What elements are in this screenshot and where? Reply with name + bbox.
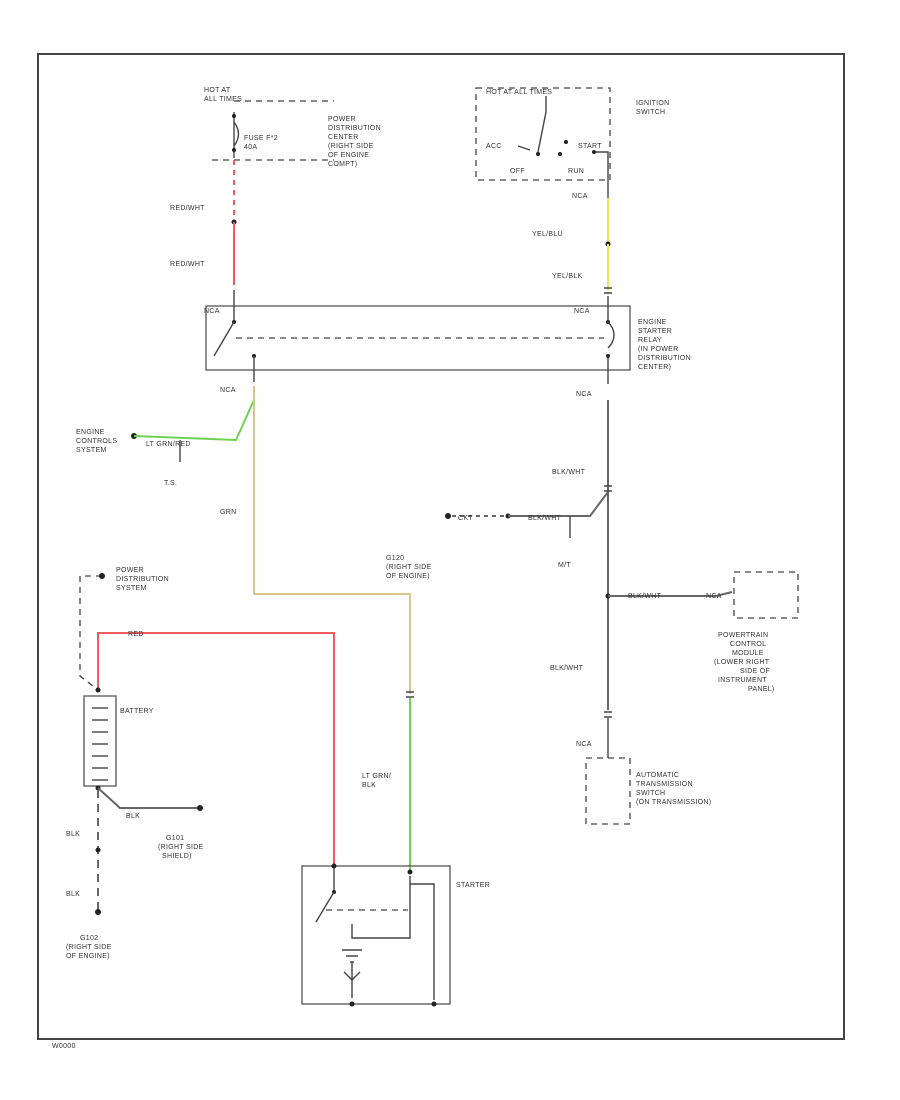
power-distribution-center-block bbox=[212, 100, 334, 161]
relay-left-top-label: NCA bbox=[204, 308, 220, 315]
nca-label-1: NCA bbox=[572, 193, 588, 200]
ts-label: T.S. bbox=[164, 480, 177, 487]
starter-box bbox=[301, 865, 451, 1005]
nca-trans-label: NCA bbox=[576, 741, 592, 748]
lt-grn-blk-label: LT GRN/BLK bbox=[362, 773, 391, 789]
start-label: START bbox=[578, 143, 602, 150]
trunk-connector-1 bbox=[604, 485, 612, 492]
ignition-hot-label: HOT AT ALL TIMES bbox=[486, 89, 552, 96]
battery-cells bbox=[92, 707, 108, 781]
blk-label-1: BLK bbox=[66, 831, 80, 838]
nca-pcm-label: NCA bbox=[706, 593, 722, 600]
red-battery-wire bbox=[97, 632, 335, 866]
battery-box bbox=[83, 695, 117, 787]
relay-internals bbox=[213, 290, 615, 384]
diagram-frame bbox=[37, 53, 845, 1040]
grn-connector bbox=[406, 691, 414, 698]
blk-label-2: BLK bbox=[66, 891, 80, 898]
nca-relay-left-bottom-label: NCA bbox=[220, 387, 236, 394]
relay-right-top-label: NCA bbox=[574, 308, 590, 315]
red-wht-label-2: RED/WHT bbox=[170, 261, 205, 268]
red-label: RED bbox=[128, 631, 144, 638]
blk-ground-wire bbox=[97, 787, 198, 809]
footer-code: W0000 bbox=[52, 1043, 76, 1050]
blk-wht-branch-wire bbox=[508, 491, 609, 517]
yel-connector bbox=[604, 287, 612, 294]
grn-label: GRN bbox=[220, 509, 236, 516]
trunk-connector-2 bbox=[604, 711, 612, 718]
nca-below-relay-label: NCA bbox=[576, 391, 592, 398]
grn-wire bbox=[253, 386, 411, 694]
blk-wht-label-2: BLK/WHT bbox=[528, 515, 562, 522]
battery-label: BATTERY bbox=[120, 708, 154, 715]
ignition-switch-contacts bbox=[517, 96, 609, 186]
blk-wht-label-4: BLK/WHT bbox=[550, 665, 584, 672]
red-wht-label-1: RED/WHT bbox=[170, 205, 205, 212]
mt-label: M/T bbox=[558, 562, 571, 569]
trans-switch-box bbox=[585, 757, 631, 825]
blk-wht-label-1: BLK/WHT bbox=[552, 469, 586, 476]
run-label: RUN bbox=[568, 168, 584, 175]
pds-connector bbox=[99, 573, 105, 579]
starter-internals bbox=[315, 863, 437, 1007]
acc-label: ACC bbox=[486, 143, 502, 150]
lt-grn-red-wire bbox=[133, 399, 255, 442]
blk-ground-label: BLK bbox=[126, 813, 140, 820]
engine-starter-relay-box bbox=[205, 305, 631, 371]
blk-wht-label-3: BLK/WHT bbox=[628, 593, 662, 600]
g102-connector bbox=[95, 909, 101, 915]
pds-dashed-link bbox=[79, 575, 102, 691]
yel-blk-label: YEL/BLK bbox=[552, 273, 583, 280]
ckt-label: CKT bbox=[458, 515, 473, 522]
yel-blu-label: YEL/BLU bbox=[532, 231, 563, 238]
pcm-box bbox=[733, 571, 799, 619]
ignition-switch-box bbox=[475, 87, 611, 181]
g101-connector bbox=[197, 805, 203, 811]
battery-positive-dot bbox=[95, 687, 101, 693]
off-label: OFF bbox=[510, 168, 525, 175]
starter-label: STARTER bbox=[456, 882, 490, 889]
splice-dot-blk bbox=[95, 847, 101, 853]
blk-wht-to-pcm-wire bbox=[608, 591, 733, 597]
ckt-connector bbox=[445, 513, 451, 519]
lt-grn-red-label: LT GRN/RED bbox=[146, 441, 191, 448]
